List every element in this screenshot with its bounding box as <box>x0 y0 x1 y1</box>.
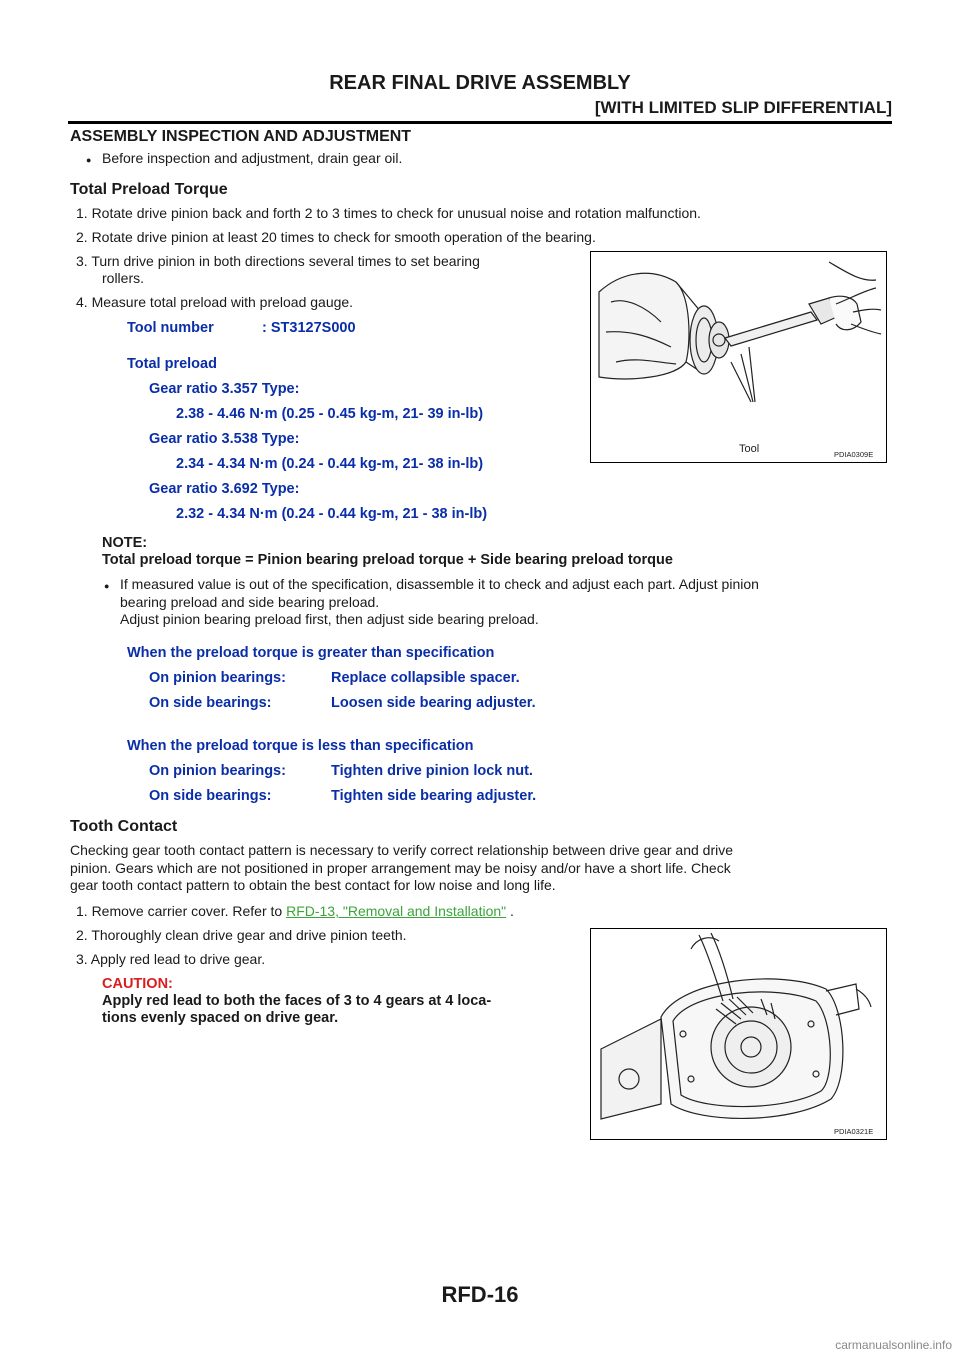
tooth-step-1: 1. Remove carrier cover. Refer to RFD-13… <box>76 903 514 920</box>
tooth-para-line-3: gear tooth contact pattern to obtain the… <box>70 877 556 893</box>
figure1-code: PDIA0309E <box>834 450 873 459</box>
caution-line-1: Apply red lead to both the faces of 3 to… <box>102 993 492 1009</box>
gear-ratio-3-value: 2.32 - 4.34 N·m (0.24 - 0.44 kg-m, 21 - … <box>176 506 488 522</box>
preload-step-4: 4. Measure total preload with preload ga… <box>76 294 354 310</box>
section-bullet: Before inspection and adjustment, drain … <box>86 150 402 169</box>
tooth-step-3: 3. Apply red lead to drive gear. <box>76 951 266 967</box>
preload-step-2: 2. Rotate drive pinion at least 20 times… <box>76 229 596 245</box>
header-divider <box>68 121 892 124</box>
preload-gauge-illustration: Tool PDIA0309E <box>598 261 882 459</box>
figure2-code: PDIA0321E <box>834 1127 873 1136</box>
greater-side-label: On side bearings: <box>149 695 272 711</box>
figure1-tool-label: Tool <box>739 443 759 455</box>
caution-label: CAUTION: <box>102 976 173 992</box>
gear-ratio-2-value: 2.34 - 4.34 N·m (0.24 - 0.44 kg-m, 21- 3… <box>176 456 484 472</box>
drive-gear-figure: PDIA0321E <box>590 928 887 1140</box>
tooth-step-1-text: 1. Remove carrier cover. Refer to <box>76 903 287 919</box>
less-pinion-label: On pinion bearings: <box>149 763 286 779</box>
greater-pinion-label: On pinion bearings: <box>149 670 286 686</box>
tooth-step-1-end: . <box>506 903 514 919</box>
preload-gauge-figure: Tool PDIA0309E <box>590 251 887 463</box>
section-title: ASSEMBLY INSPECTION AND ADJUSTMENT <box>70 128 412 145</box>
greater-side-value: Loosen side bearing adjuster. <box>331 695 536 711</box>
note-label: NOTE: <box>102 535 148 551</box>
total-preload-label: Total preload <box>127 356 217 372</box>
greater-pinion-value: Replace collapsible spacer. <box>331 670 520 686</box>
preload-step-1: 1. Rotate drive pinion back and forth 2 … <box>76 205 701 221</box>
removal-installation-link[interactable]: RFD-13, "Removal and Installation" <box>286 903 507 919</box>
less-side-value: Tighten side bearing adjuster. <box>331 788 537 804</box>
less-title: When the preload torque is less than spe… <box>127 738 474 754</box>
spec-bullet-line-2: bearing preload and side bearing preload… <box>120 594 380 610</box>
tooth-para-line-1: Checking gear tooth contact pattern is n… <box>70 842 734 858</box>
less-side-label: On side bearings: <box>149 788 272 804</box>
preload-step-3: 3. Turn drive pinion in both directions … <box>76 253 480 269</box>
gear-ratio-1-label: Gear ratio 3.357 Type: <box>149 381 300 397</box>
tool-number-label: Tool number <box>127 320 214 336</box>
preload-step-3-cont: rollers. <box>102 270 145 286</box>
caution-line-2: tions evenly spaced on drive gear. <box>102 1010 339 1026</box>
note-text: Total preload torque = Pinion bearing pr… <box>102 552 673 568</box>
tool-number-value: : ST3127S000 <box>262 320 356 336</box>
page-number: RFD-16 <box>441 1282 519 1307</box>
drive-gear-illustration: PDIA0321E <box>600 932 873 1136</box>
greater-title: When the preload torque is greater than … <box>127 645 495 661</box>
tooth-contact-title: Tooth Contact <box>70 818 178 835</box>
page-header-subtitle: [WITH LIMITED SLIP DIFFERENTIAL] <box>594 98 892 117</box>
watermark: carmanualsonline.info <box>835 1338 952 1352</box>
less-pinion-value: Tighten drive pinion lock nut. <box>331 763 533 779</box>
spec-bullet-line-1: If measured value is out of the specific… <box>104 576 759 595</box>
gear-ratio-3-label: Gear ratio 3.692 Type: <box>149 481 300 497</box>
page-header-title: REAR FINAL DRIVE ASSEMBLY <box>329 72 631 94</box>
preload-title: Total Preload Torque <box>70 181 228 198</box>
gear-ratio-1-value: 2.38 - 4.46 N·m (0.25 - 0.45 kg-m, 21- 3… <box>176 406 484 422</box>
gear-ratio-2-label: Gear ratio 3.538 Type: <box>149 431 300 447</box>
tooth-step-2: 2. Thoroughly clean drive gear and drive… <box>76 927 407 943</box>
spec-bullet-line-3: Adjust pinion bearing preload first, the… <box>120 611 539 627</box>
tooth-para-line-2: pinion. Gears which are not positioned i… <box>70 860 731 876</box>
